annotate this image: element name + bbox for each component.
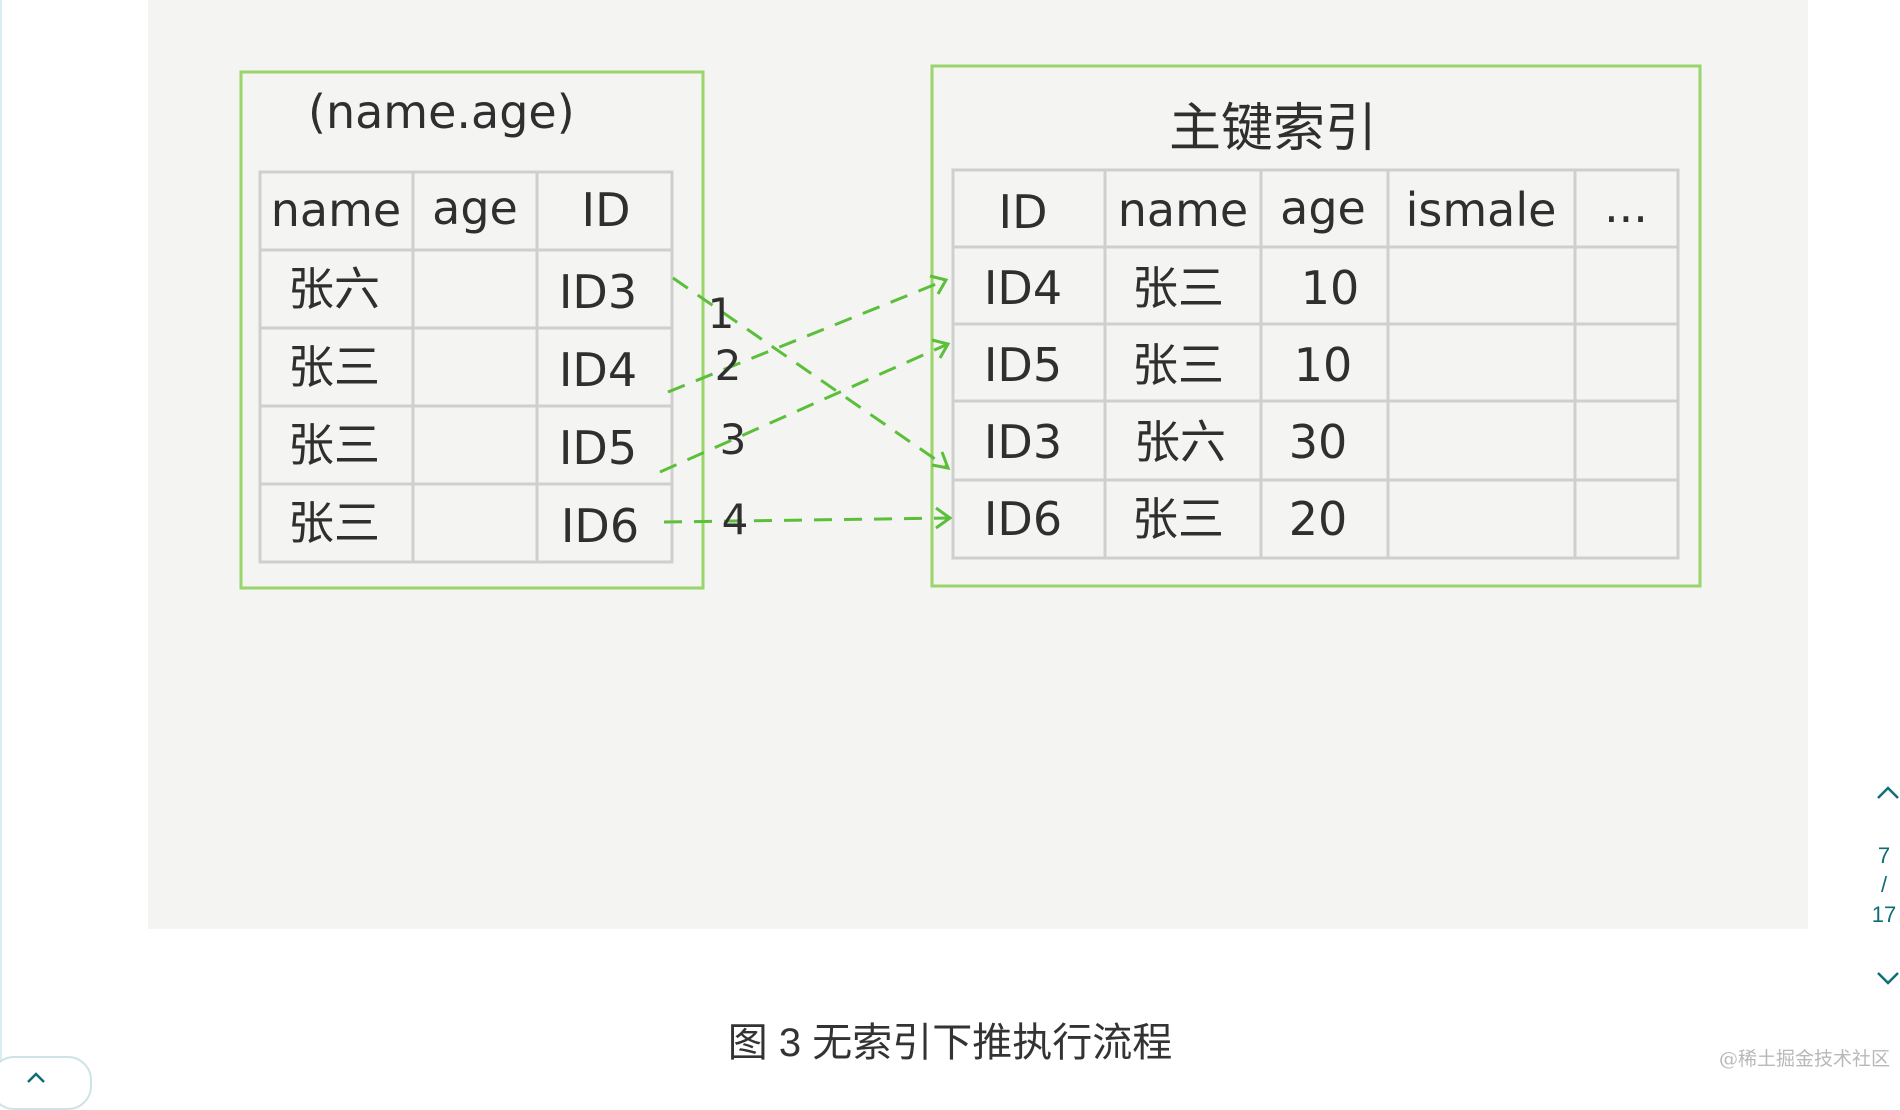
left-rule	[0, 0, 2, 1079]
primary-row-1-id: ID4	[984, 261, 1062, 315]
arrow-2: 2	[667, 274, 949, 394]
primary-header-id: ID	[999, 185, 1048, 239]
figure-image: (name.age) name age ID 张六 ID3 张三 ID4 张三 …	[148, 0, 1808, 929]
arrow-3: 3	[659, 338, 951, 474]
primary-row-2-name: 张三	[1132, 338, 1224, 392]
arrow-2-label: 2	[715, 341, 742, 390]
secondary-header-name: name	[271, 183, 401, 237]
index-diagram: (name.age) name age ID 张六 ID3 张三 ID4 张三 …	[239, 64, 1702, 590]
primary-header-ismale: ismale	[1406, 183, 1557, 237]
primary-header-age: age	[1280, 181, 1366, 235]
arrow-1: 1	[672, 276, 951, 470]
secondary-row-2-name: 张三	[288, 340, 380, 394]
arrow-3-label: 3	[720, 415, 747, 464]
arrow-4: 4	[663, 495, 953, 544]
primary-row-1-name: 张三	[1132, 261, 1224, 315]
primary-row-4-id: ID6	[984, 492, 1062, 546]
chevron-up-icon[interactable]	[1868, 780, 1900, 810]
secondary-row-3-id: ID5	[559, 421, 637, 475]
primary-row-2-age: 10	[1294, 338, 1353, 392]
secondary-row-2-id: ID4	[559, 343, 637, 397]
primary-row-4-age: 20	[1289, 492, 1348, 546]
primary-row-3-id: ID3	[984, 415, 1062, 469]
secondary-index-table: name age ID 张六 ID3 张三 ID4 张三 ID5 张三 ID6	[258, 170, 674, 564]
secondary-row-3-name: 张三	[288, 418, 380, 472]
secondary-header-age: age	[432, 181, 518, 235]
primary-row-2-id: ID5	[984, 338, 1062, 392]
arrow-up-icon	[27, 1072, 45, 1083]
secondary-row-1-name: 张六	[288, 262, 380, 316]
figure-caption: 图 3 无索引下推执行流程	[727, 1021, 1173, 1065]
secondary-row-4-name: 张三	[288, 496, 380, 550]
total-pages: 17	[1871, 902, 1897, 927]
primary-row-4-name: 张三	[1132, 492, 1224, 546]
chevron-down-icon[interactable]	[1868, 965, 1900, 995]
primary-header-more: ...	[1604, 179, 1648, 233]
secondary-index-title: (name.age)	[308, 85, 575, 139]
primary-index-table: ID name age ismale ... ID4 张三 10 ID5 张三 …	[951, 168, 1680, 560]
primary-index-title: 主键索引	[1169, 99, 1377, 159]
primary-row-3-name: 张六	[1134, 415, 1226, 469]
watermark: @稀土掘金技术社区	[1718, 1048, 1890, 1070]
page-navigator: 7 / 17	[1868, 780, 1900, 1000]
arrow-4-label: 4	[722, 495, 749, 544]
arrow-1-label: 1	[708, 289, 735, 338]
primary-row-1-age: 10	[1301, 261, 1360, 315]
primary-index-frame	[930, 64, 1702, 588]
page-separator: /	[1880, 872, 1888, 897]
secondary-row-4-id: ID6	[561, 499, 639, 553]
secondary-index-frame	[239, 70, 705, 590]
secondary-row-1-id: ID3	[559, 265, 637, 319]
back-to-top-button[interactable]	[0, 1056, 92, 1110]
primary-row-3-age: 30	[1289, 415, 1348, 469]
secondary-header-id: ID	[582, 183, 631, 237]
current-page: 7	[1877, 843, 1891, 868]
primary-header-name: name	[1118, 183, 1248, 237]
